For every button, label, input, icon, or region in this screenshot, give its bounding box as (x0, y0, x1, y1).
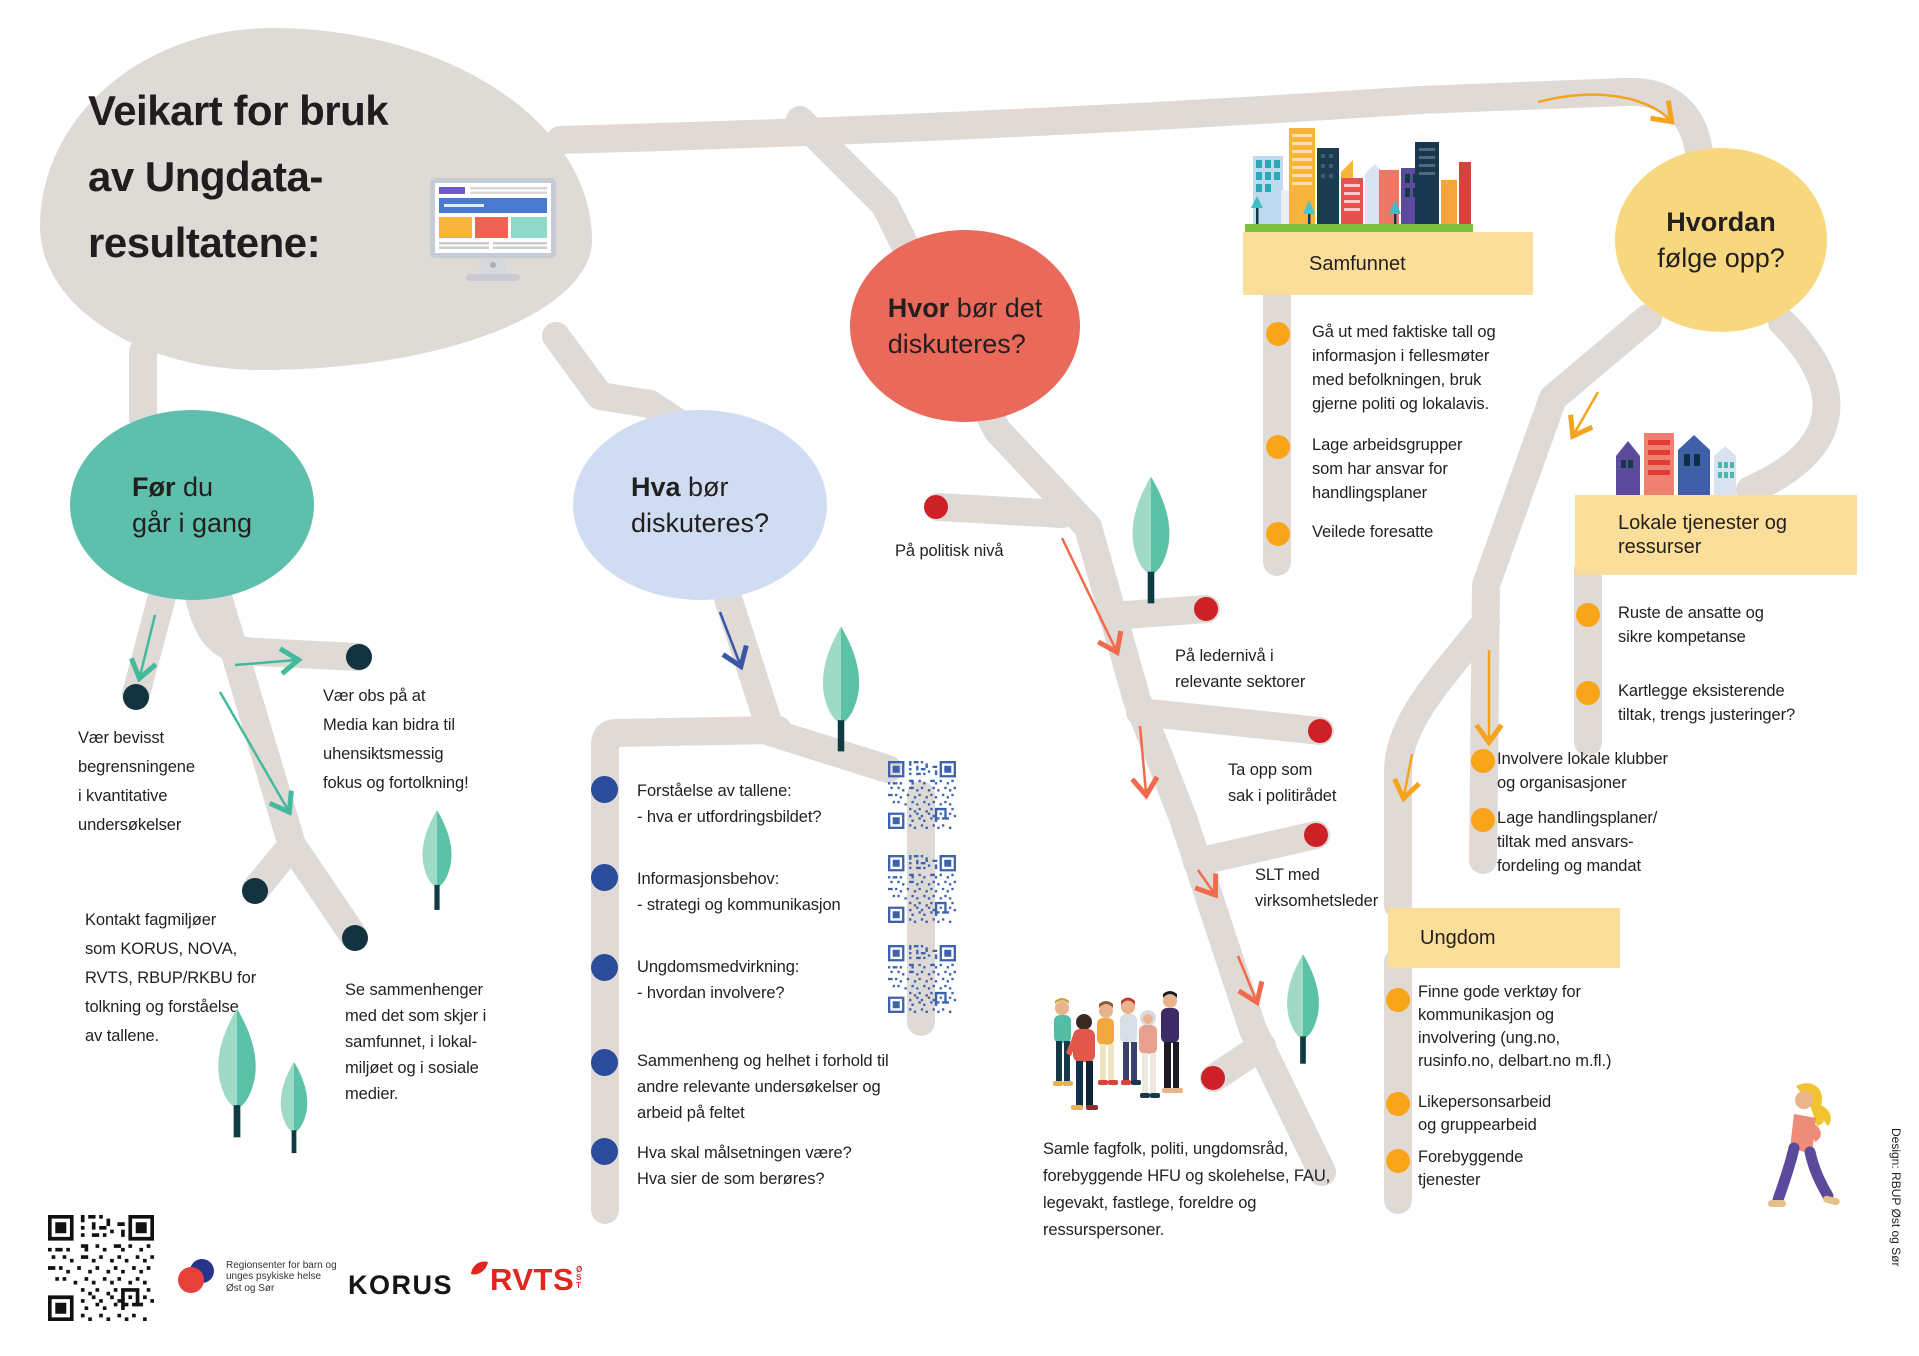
lokale-item: Ruste de ansatte og sikre kompetanse (1618, 604, 1764, 646)
walking-person-illustration (1768, 1083, 1840, 1207)
ungdom-item: Finne gode verktøy for kommunikasjon og … (1418, 983, 1612, 1070)
what-item: Sammenheng og helhet i forhold til andre… (637, 1052, 889, 1122)
route-dot (1386, 1149, 1410, 1173)
stage-before-bubble: Før du går i gang (70, 410, 314, 600)
section-samfunnet-title: Samfunnet (1309, 252, 1406, 275)
korus-logo: KORUS (348, 1270, 454, 1300)
rvts-region-text: Ø S T (576, 1265, 583, 1290)
stage-what-keyword: Hva (630, 472, 681, 502)
where-note: Ta opp som sak i politirådet (1228, 761, 1337, 805)
stage-what-label: Hva bør diskuteres? (631, 469, 769, 541)
route-dot (342, 925, 368, 951)
route-dot (1266, 322, 1290, 346)
section-lokale-title: Lokale tjenester og ressurser (1618, 512, 1788, 558)
samfunnet-item: Lage arbeidsgrupper som har ansvar for h… (1312, 436, 1463, 502)
section-ungdom-title: Ungdom (1420, 927, 1496, 949)
qr-code (888, 855, 956, 923)
poster-title: Veikart for bruk av Ungdata- resultatene… (88, 87, 389, 266)
people-group-illustration (1053, 991, 1183, 1110)
rvts-leaf-icon (471, 1261, 488, 1275)
tree-icon (206, 1006, 268, 1140)
route-dot (1576, 681, 1600, 705)
samfunnet-item: Gå ut med faktiske tall og informasjon i… (1312, 323, 1496, 413)
route-dot (1386, 988, 1410, 1012)
qr-code (888, 945, 956, 1013)
ungdom-item: Forebyggende tjenester (1418, 1148, 1524, 1189)
stage-where-bubble: Hvor bør det diskuteres? (850, 230, 1080, 422)
section-lokale-box: Lokale tjenester og ressurser (1575, 495, 1857, 575)
route-dot (242, 878, 268, 904)
tree-icon (272, 1060, 316, 1155)
where-note: SLT med virksomhetsleder (1255, 866, 1379, 910)
what-item: Informasjonsbehov: - strategi og kommuni… (637, 870, 841, 914)
rvts-logo: RVTS Ø S T (470, 1261, 583, 1298)
route-dot (924, 495, 948, 519)
ungdom-item: Likepersonsarbeid og gruppearbeid (1418, 1093, 1552, 1134)
tree-icon (810, 624, 872, 754)
route-dot (591, 864, 618, 891)
stage-where-keyword: Hvor (887, 293, 950, 323)
rvts-logo-text: RVTS (490, 1262, 575, 1297)
houses-illustration (1616, 433, 1736, 496)
where-note: På ledernivå i relevante sektorer (1175, 647, 1306, 691)
regionsenter-logo-icon (178, 1259, 214, 1293)
route-arrows (129, 93, 1675, 1007)
stage-how-rest: følge opp? (1657, 243, 1785, 273)
route-dot (1386, 1092, 1410, 1116)
route-dot (1576, 603, 1600, 627)
section-ungdom-box: Ungdom (1388, 908, 1620, 968)
qr-code (888, 761, 956, 829)
tree-icon (1280, 952, 1326, 1066)
route-dot (1266, 522, 1290, 546)
route-dot (591, 1138, 618, 1165)
what-item: Ungdomsmedvirkning: - hvordan involvere? (637, 958, 800, 1002)
route-dot (1471, 808, 1495, 832)
qr-code (48, 1215, 154, 1321)
samfunnet-item: Veilede foresatte (1312, 523, 1434, 541)
lokale-item: Lage handlingsplaner/ tiltak med ansvars… (1497, 809, 1658, 875)
where-note: Samle fagfolk, politi, ungdomsråd, foreb… (1043, 1140, 1331, 1239)
route-dot (1308, 719, 1332, 743)
route-dot (591, 954, 618, 981)
route-dot (123, 684, 149, 710)
route-dot (591, 1049, 618, 1076)
lokale-item: Kartlegge eksisterende tiltak, trengs ju… (1618, 682, 1796, 724)
route-dot (1194, 597, 1218, 621)
route-dot (1471, 749, 1495, 773)
stage-what-bubble: Hva bør diskuteres? (573, 410, 827, 600)
section-samfunnet-box: Samfunnet (1243, 232, 1533, 295)
city-illustration (1245, 128, 1473, 236)
route-dot (1201, 1066, 1225, 1090)
stage-before-label: Før du går i gang (132, 469, 252, 541)
what-item: Forståelse av tallene: - hva er utfordri… (637, 782, 822, 826)
route-dot (1304, 823, 1328, 847)
lokale-item: Involvere lokale klubber og organisasjon… (1497, 750, 1668, 792)
route-dot (591, 776, 618, 803)
regionsenter-logo: Regionsenter for barn og unges psykiske … (176, 1255, 337, 1299)
tree-icon (413, 808, 461, 912)
what-item: Hva skal målsetningen være? Hva sier de … (637, 1144, 852, 1188)
stage-where-label: Hvor bør det diskuteres? (888, 290, 1043, 362)
before-note: Vær bevisst begrensningene i kvantitativ… (78, 729, 195, 834)
stage-how-bubble: Hvordan følge opp? (1615, 148, 1827, 332)
regionsenter-logo-text: Regionsenter for barn og unges psykiske … (226, 1259, 337, 1294)
tree-icon (1120, 474, 1182, 606)
before-note: Vær obs på at Media kan bidra til uhensi… (323, 687, 469, 792)
before-note: Se sammenhenger med det som skjer i samf… (345, 981, 487, 1103)
before-note: Kontakt fagmiljøer som KORUS, NOVA, RVTS… (85, 911, 257, 1045)
where-note: På politisk nivå (895, 542, 1004, 560)
route-dot (346, 644, 372, 670)
stage-what-rest: bør diskuteres? (630, 472, 770, 538)
design-credit: Design: RBUP Øst og Sør (1889, 1128, 1903, 1267)
stage-how-keyword: Hvordan (1666, 207, 1776, 237)
stage-before-keyword: Før (131, 472, 176, 502)
monitor-icon (430, 178, 556, 281)
stage-how-label: Hvordan følge opp? (1657, 204, 1785, 276)
stage-where-rest: bør det diskuteres? (887, 293, 1043, 359)
route-dot (1266, 435, 1290, 459)
stage-before-rest: du går i gang (131, 472, 253, 538)
